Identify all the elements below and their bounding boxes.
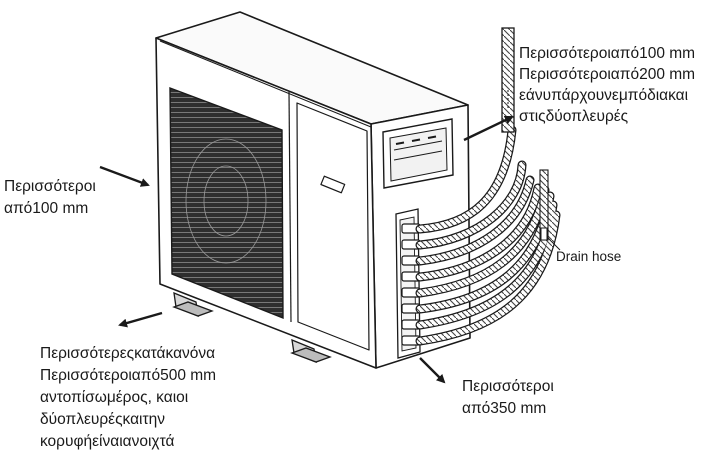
label-line: Περισσότεροιαπό100 mm: [519, 45, 696, 62]
arrow-rear-clearance: [118, 311, 163, 328]
label-side-clearance: Περισσότεροιαπό100 mm Περισσότεροιαπό200…: [519, 43, 695, 127]
label-drain-hose: Drain hose: [556, 249, 622, 264]
refrigerant-pipes: [415, 125, 561, 346]
label-line: Περισσότεροιαπό200 mm: [519, 66, 696, 83]
vertical-pipe: [501, 27, 515, 133]
label-front-clearance: Περισσότεροι από350 mm: [462, 376, 554, 420]
clearance-arrows: [99, 115, 514, 384]
label-line: Περισσότερεςκατάκανόνα: [40, 345, 216, 362]
service-panel: [296, 102, 370, 351]
label-line: από350 mm: [462, 400, 547, 417]
arrow-left-clearance: [99, 165, 150, 187]
label-line: δύοπλευρέςκαιτην: [40, 411, 165, 428]
service-valves: [395, 208, 421, 359]
arrow-top-right-clearance: [463, 115, 514, 142]
label-line: αντοπίσωμέρος, καιοι: [40, 389, 189, 406]
panel-handle: [320, 175, 346, 194]
arrow-front-clearance: [419, 357, 446, 384]
mounting-feet: [172, 291, 332, 364]
label-line: εάνυπάρχουνεμπόδιακαι: [519, 87, 689, 104]
label-line: Περισσότεροιαπό500 mm: [40, 367, 217, 384]
label-line: κορυφήείναιανοιχτά: [40, 433, 175, 450]
label-left-clearance: Περισσότεροι από100 mm: [4, 176, 96, 220]
label-line: από100 mm: [4, 200, 89, 217]
drain-hose: [539, 169, 561, 251]
label-line: Περισσότεροι: [462, 378, 554, 395]
label-rear-clearance: Περισσότερεςκατάκανόνα Περισσότεροιαπό50…: [40, 343, 216, 453]
label-line: Περισσότεροι: [4, 178, 96, 195]
label-line: στιςδύοπλευρές: [519, 108, 629, 125]
fan-grille: [169, 86, 284, 320]
control-panel: [382, 118, 454, 189]
